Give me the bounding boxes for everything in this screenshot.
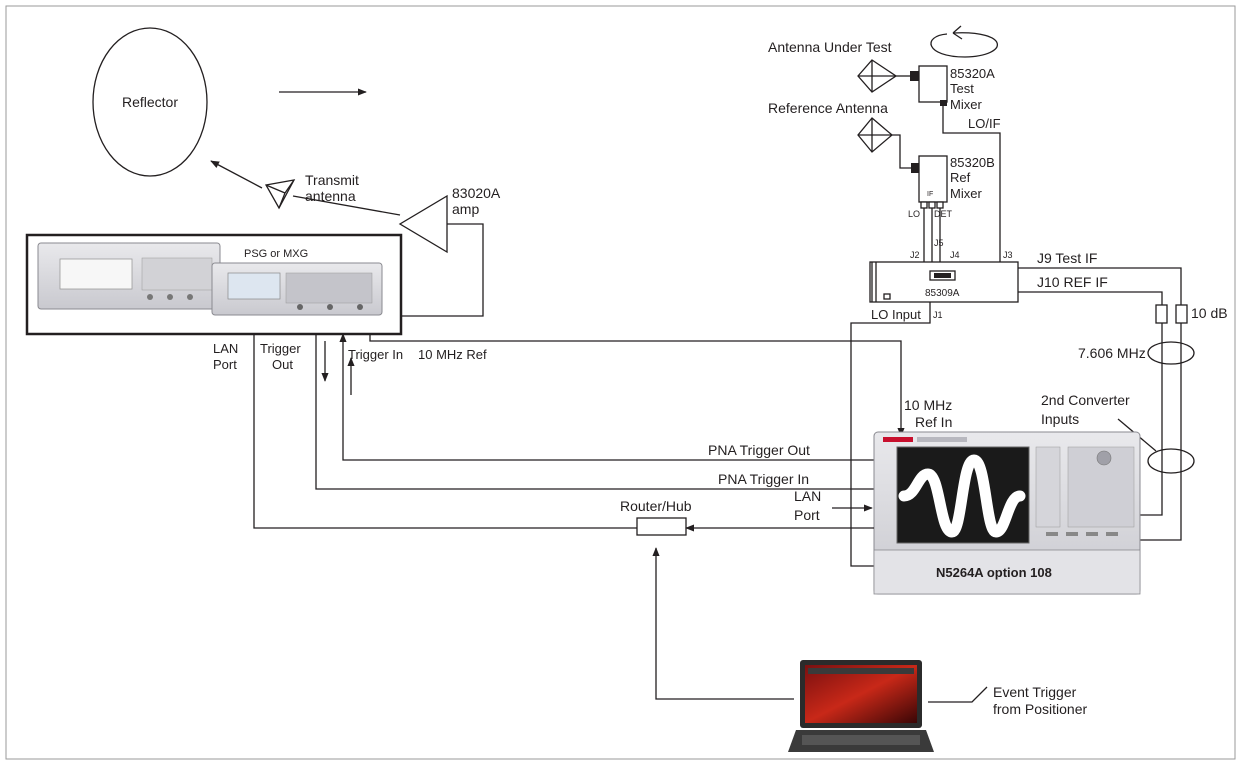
ferrite-ring-upper: [1148, 342, 1194, 364]
trigger-in-label: Trigger In: [348, 347, 403, 362]
transmit-antenna-label-2: antenna: [305, 188, 356, 204]
ref-mixer-lo-label: LO: [908, 209, 920, 219]
reflector-label: Reflector: [122, 94, 178, 110]
psg-lan-wire: [254, 334, 637, 528]
pna-trigger-out-label: PNA Trigger Out: [708, 442, 810, 458]
test-mixer-label-1: 85320A: [950, 66, 995, 81]
reference-antenna-label: Reference Antenna: [768, 100, 888, 116]
trigger-out-label-1: Trigger: [260, 341, 301, 356]
psg-mxg-label: PSG or MXG: [244, 248, 308, 260]
amp-word-label: amp: [452, 201, 479, 217]
psg-mxg-instrument: [27, 235, 401, 334]
85309a-label: 85309A: [925, 288, 960, 299]
ref-mixer-lo-port: [921, 202, 927, 208]
pna-lan-label-2: Port: [794, 507, 820, 523]
test-antenna-icon: [858, 60, 896, 92]
pna-lan-label-1: LAN: [794, 488, 821, 504]
laptop-to-router-wire: [656, 548, 796, 699]
test-mixer-box: [919, 66, 947, 102]
ref-mixer-label-2: Ref: [950, 170, 971, 185]
j9-test-if-label: J9 Test IF: [1037, 250, 1097, 266]
event-trigger-wire: [928, 687, 987, 702]
attenuator-label: 10 dB: [1191, 305, 1228, 321]
j1-label: J1: [933, 310, 943, 320]
rotation-icon: [931, 26, 997, 57]
ref-mixer-port: [911, 163, 919, 173]
ref-mixer-label-1: 85320B: [950, 155, 995, 170]
reference-antenna-icon: [858, 118, 892, 152]
j4-label: J4: [950, 250, 960, 260]
second-converter-label-1: 2nd Converter: [1041, 392, 1130, 408]
ref-in-label-2: Ref In: [915, 414, 952, 430]
j10-ref-if-label: J10 REF IF: [1037, 274, 1108, 290]
laptop-icon: [788, 656, 934, 756]
ref-antenna-feed: [892, 135, 912, 168]
pna-trigger-in-label: PNA Trigger In: [718, 471, 809, 487]
amplifier-icon: [400, 196, 447, 252]
ref-mixer-det-label: DET: [934, 209, 953, 219]
transmit-antenna-icon: [266, 180, 294, 208]
lan-port-label-2: Port: [213, 357, 237, 372]
attenuator-1: [1156, 305, 1167, 323]
event-trigger-label-1: Event Trigger: [993, 684, 1077, 700]
amp-model-label: 83020A: [452, 185, 501, 201]
ref-mixer-if-label: IF: [927, 191, 933, 198]
lo-input-label: LO Input: [871, 307, 921, 322]
n5264a-label: N5264A option 108: [936, 565, 1052, 580]
trigger-out-label-2: Out: [272, 357, 293, 372]
event-trigger-label-2: from Positioner: [993, 701, 1087, 717]
ref-10mhz-label: 10 MHz Ref: [418, 347, 487, 362]
router-hub-box: [637, 518, 686, 535]
j2-label: J2: [910, 250, 920, 260]
ref-mixer-if-port: [929, 202, 935, 208]
test-mixer-output: [940, 100, 947, 106]
reflection-arrow: [211, 161, 262, 188]
test-mixer-label-2: Test: [950, 81, 974, 96]
second-converter-label-2: Inputs: [1041, 411, 1079, 427]
frequency-label: 7.606 MHz: [1078, 345, 1146, 361]
j5-label: J5: [934, 238, 944, 248]
reflector: Reflector: [93, 28, 207, 176]
ref-in-label-1: 10 MHz: [904, 397, 952, 413]
j3-label: J3: [1003, 250, 1013, 260]
j10-ref-if-wire: [1018, 292, 1162, 305]
test-mixer-label-3: Mixer: [950, 97, 982, 112]
lan-port-label-1: LAN: [213, 341, 238, 356]
test-mixer-port: [910, 71, 919, 81]
ferrite-ring-lower: [1148, 449, 1194, 473]
transmit-antenna-label-1: Transmit: [305, 172, 359, 188]
lo-if-label: LO/IF: [968, 116, 1001, 131]
ref-mixer-label-3: Mixer: [950, 186, 982, 201]
antenna-under-test-label: Antenna Under Test: [768, 39, 892, 55]
attenuator-2: [1176, 305, 1187, 323]
ref-mixer-det-port: [937, 202, 943, 208]
test-if-cable: [1140, 323, 1181, 540]
router-hub-label: Router/Hub: [620, 498, 692, 514]
